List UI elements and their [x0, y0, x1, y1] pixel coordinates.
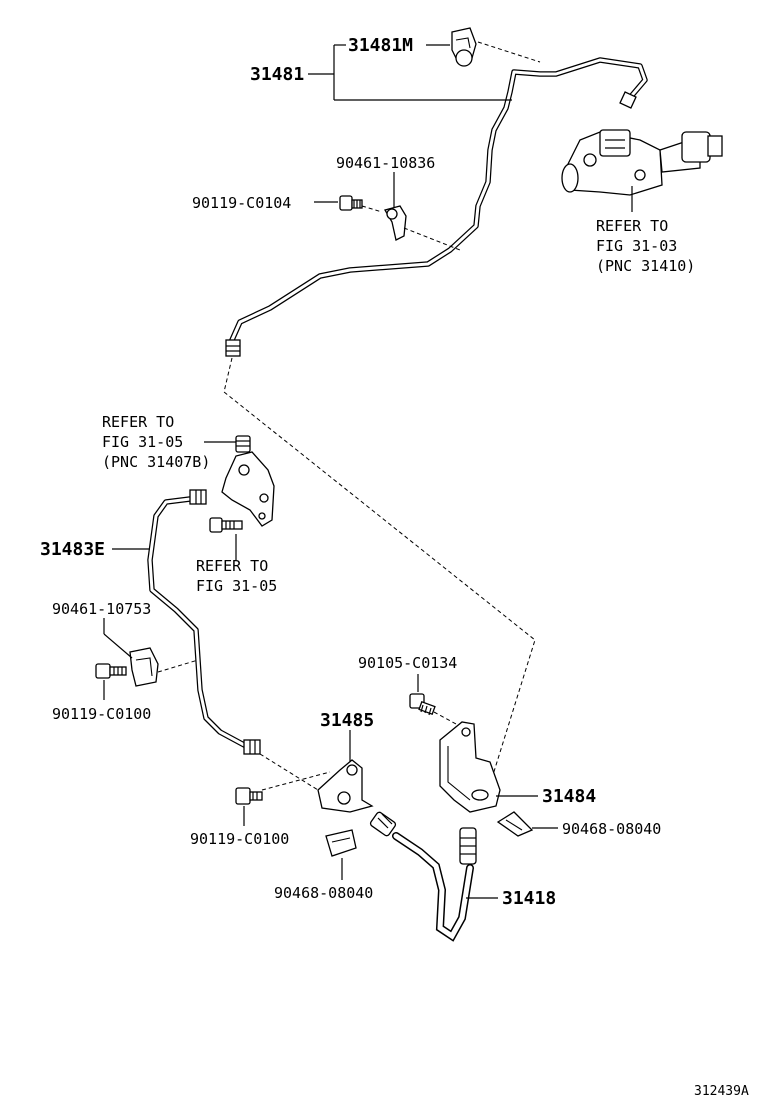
- bracket-31485[interactable]: [317, 759, 374, 813]
- bracket-90461-10753[interactable]: [129, 647, 159, 687]
- clip-90468-08040-b[interactable]: [325, 829, 357, 857]
- dash-31485-tube: [259, 753, 319, 791]
- clip-90468-08040-a[interactable]: [496, 811, 534, 837]
- figure-id: 312439A: [694, 1084, 749, 1099]
- dash-31485-bolt: [261, 771, 331, 791]
- label-refer-fig-31-03-line2: FIG 31-03: [596, 237, 677, 255]
- label-31418: 31418: [502, 888, 556, 909]
- label-90468-08040-a: 90468-08040: [562, 820, 661, 838]
- bracket-31484[interactable]: [439, 721, 501, 813]
- label-31484: 31484: [542, 786, 596, 807]
- bolt-90119-c0100-a[interactable]: [95, 663, 127, 679]
- master-cylinder-icon: [561, 129, 723, 196]
- clutch-tube-31483e[interactable]: [147, 489, 261, 755]
- bolt-90119-c0100-b[interactable]: [235, 787, 263, 805]
- label-refer-fig-31-03-line1: REFER TO: [596, 217, 668, 235]
- label-90119-c0100-b: 90119-C0100: [190, 830, 289, 848]
- bolt-union: [209, 517, 243, 533]
- dash-31484-bolt: [433, 711, 457, 725]
- dash-long: [223, 357, 536, 779]
- label-90461-10836: 90461-10836: [336, 154, 435, 172]
- label-refer-fig-31-05b-line2: FIG 31-05: [196, 577, 277, 595]
- union-fitting-icon: [221, 435, 275, 527]
- flexible-hose-31418[interactable]: [369, 811, 477, 942]
- clutch-tube-31481[interactable]: [225, 57, 648, 357]
- leader-lines: [103, 44, 538, 899]
- label-refer-fig-31-03-line3: (PNC 31410): [596, 257, 695, 275]
- label-31481m: 31481M: [348, 35, 413, 56]
- label-31485: 31485: [320, 710, 374, 731]
- bolt-90119-c0104[interactable]: [339, 195, 363, 211]
- label-90468-08040-b: 90468-08040: [274, 884, 373, 902]
- clip-31481m[interactable]: [451, 27, 477, 67]
- label-90461-10753: 90461-10753: [52, 600, 151, 618]
- bolt-90105-c0134[interactable]: [409, 693, 436, 716]
- label-refer-fig-31-05-line2: FIG 31-05: [102, 433, 183, 451]
- bracket-90461-10836[interactable]: [384, 205, 407, 241]
- label-90105-c0134: 90105-C0134: [358, 654, 457, 672]
- label-refer-fig-31-05b-line1: REFER TO: [196, 557, 268, 575]
- label-31481: 31481: [250, 64, 304, 85]
- dash-bolt-upper: [361, 205, 383, 213]
- label-refer-fig-31-05-line3: (PNC 31407B): [102, 453, 210, 471]
- label-refer-fig-31-05-line1: REFER TO: [102, 413, 174, 431]
- dash-31481m: [477, 41, 541, 63]
- label-90119-c0100-a: 90119-C0100: [52, 705, 151, 723]
- dash-bracket-lower: [157, 659, 199, 673]
- dash-bracket-upper: [403, 227, 461, 251]
- label-90119-c0104: 90119-C0104: [192, 194, 291, 212]
- label-31483e: 31483E: [40, 539, 105, 560]
